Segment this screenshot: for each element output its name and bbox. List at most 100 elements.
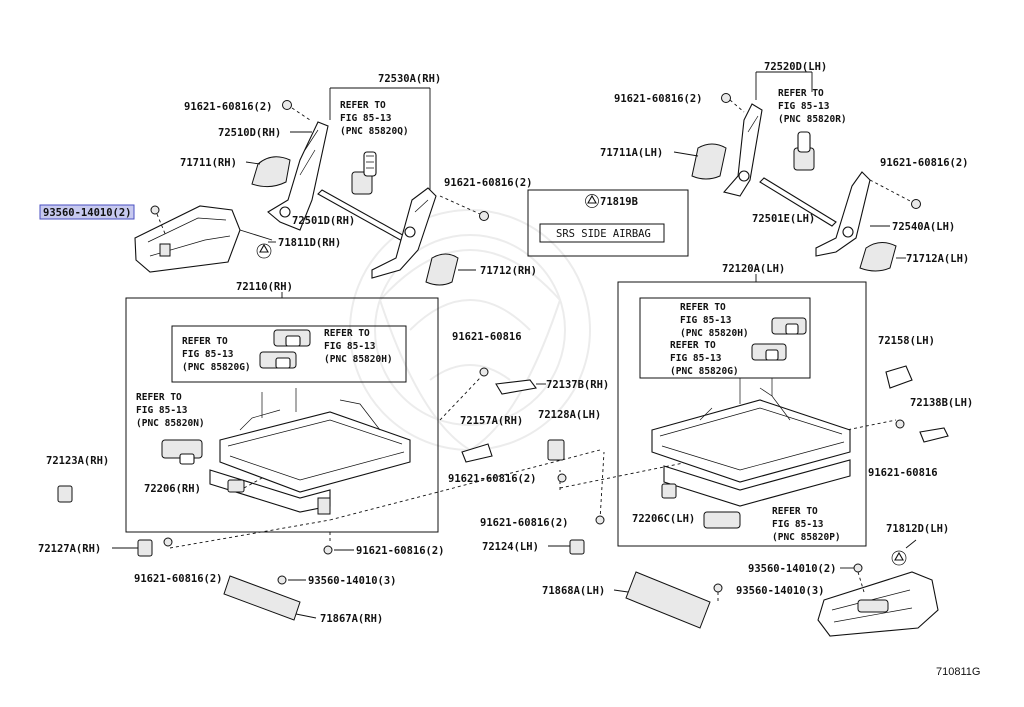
recliner-motor-lh xyxy=(793,131,815,171)
bracket-72157a xyxy=(461,443,493,463)
svg-text:(PNC 85820G): (PNC 85820G) xyxy=(182,362,251,373)
seat-switch-lh xyxy=(661,483,677,499)
recliner-hinge-lh xyxy=(722,103,763,197)
svg-text:REFER TO: REFER TO xyxy=(182,336,228,347)
adjuster-motor-lh xyxy=(703,511,741,529)
track-cover-lh xyxy=(625,571,711,629)
bracket-72137b xyxy=(495,379,537,395)
part-label-72501d: 72501D(RH) xyxy=(292,215,355,227)
part-label-91621-r2: 91621-60816 xyxy=(868,467,938,479)
part-label-71711: 71711(RH) xyxy=(180,157,237,169)
screw-icon xyxy=(277,575,287,585)
hinge-cover-inner-rh xyxy=(425,253,459,286)
part-label-93560-selected[interactable]: 93560-14010(2) xyxy=(43,207,132,219)
part-label-72501e: 72501E(LH) xyxy=(752,213,815,225)
seat-switch-rh xyxy=(227,479,245,493)
bolt-icon xyxy=(721,93,731,103)
refer-note-4: REFER TO FIG 85-13 (PNC 85820H) xyxy=(324,328,393,365)
selected-part-highlight[interactable] xyxy=(39,204,135,220)
part-label-71712a: 71712A(LH) xyxy=(906,253,969,265)
part-label-71867a: 71867A(RH) xyxy=(320,613,383,625)
airbag-label-text: SRS SIDE AIRBAG xyxy=(556,228,651,240)
hinge-cover-outer-lh xyxy=(859,242,897,272)
part-label-72520d: 72520D(LH) xyxy=(764,61,827,73)
part-label-72158: 72158(LH) xyxy=(878,335,935,347)
adjuster-motor-lh xyxy=(751,343,787,361)
screw-icon xyxy=(713,583,723,593)
svg-text:REFER TO: REFER TO xyxy=(680,302,726,313)
part-label-93560-b: 93560-14010(3) xyxy=(308,575,397,587)
part-label-91621-tl: 91621-60816(2) xyxy=(184,101,273,113)
part-label-72110: 72110(RH) xyxy=(236,281,293,293)
bolt-icon xyxy=(282,100,311,121)
part-label-72124: 72124(LH) xyxy=(482,541,539,553)
hinge-cover-lh xyxy=(691,143,727,180)
part-label-72206: 72206(RH) xyxy=(144,483,201,495)
part-label-71712: 71712(RH) xyxy=(480,265,537,277)
recliner-hinge-rh xyxy=(267,121,329,231)
part-label-72510d: 72510D(RH) xyxy=(218,127,281,139)
lh-seat-adjuster-box xyxy=(617,281,867,547)
part-label-72540a: 72540A(LH) xyxy=(892,221,955,233)
part-label-91621-r: 91621-60816(2) xyxy=(880,157,969,169)
part-label-71868a: 71868A(LH) xyxy=(542,585,605,597)
svg-text:FIG 85-13: FIG 85-13 xyxy=(778,101,830,112)
refer-note-8: REFER TO FIG 85-13 (PNC 85820P) xyxy=(772,506,841,543)
clip-72128a xyxy=(547,439,565,461)
svg-text:(PNC 85820N): (PNC 85820N) xyxy=(136,418,205,429)
refer-note-1: REFER TO FIG 85-13 (PNC 85820Q) xyxy=(340,100,409,137)
part-label-72127a: 72127A(RH) xyxy=(38,543,101,555)
track-cover-rh xyxy=(223,575,301,621)
part-label-91621-b1: 91621-60816(2) xyxy=(356,545,445,557)
clip-72127a xyxy=(137,539,153,557)
svg-text:FIG 85-13: FIG 85-13 xyxy=(340,113,392,124)
part-label-72138b: 72138B(LH) xyxy=(910,397,973,409)
refer-note-3: REFER TO FIG 85-13 (PNC 85820G) xyxy=(182,336,251,373)
part-label-72530a: 72530A(RH) xyxy=(378,73,441,85)
part-label-71711a: 71711A(LH) xyxy=(600,147,663,159)
refer-note-2: REFER TO FIG 85-13 (PNC 85820R) xyxy=(778,88,847,125)
bolt-icon xyxy=(895,419,905,429)
seat-side-shield-rh xyxy=(134,205,241,273)
svg-text:FIG 85-13: FIG 85-13 xyxy=(680,315,732,326)
seat-side-shield-lh xyxy=(817,571,939,637)
svg-text:(PNC 85820Q): (PNC 85820Q) xyxy=(340,126,409,137)
part-label-91621-c2: 91621-60816(2) xyxy=(448,473,537,485)
part-label-72123a: 72123A(RH) xyxy=(46,455,109,467)
triangle-marker-icon xyxy=(259,243,269,253)
recliner-rod-lh xyxy=(759,177,837,227)
svg-text:FIG 85-13: FIG 85-13 xyxy=(670,353,722,364)
bracket-72158 xyxy=(885,365,913,389)
svg-text:REFER TO: REFER TO xyxy=(340,100,386,111)
part-label-91621-mid: 91621-60816(2) xyxy=(444,177,533,189)
svg-text:REFER TO: REFER TO xyxy=(778,88,824,99)
bracket-72138b xyxy=(919,427,949,443)
bolt-icon xyxy=(439,195,489,221)
svg-text:REFER TO: REFER TO xyxy=(324,328,370,339)
svg-text:(PNC 85820R): (PNC 85820R) xyxy=(778,114,847,125)
clip-72124 xyxy=(569,539,585,555)
svg-text:(PNC 85820P): (PNC 85820P) xyxy=(772,532,841,543)
adjuster-motor-rh xyxy=(161,439,203,465)
part-label-72128a: 72128A(LH) xyxy=(538,409,601,421)
svg-text:FIG 85-13: FIG 85-13 xyxy=(182,349,234,360)
svg-text:FIG 85-13: FIG 85-13 xyxy=(324,341,376,352)
svg-text:FIG 85-13: FIG 85-13 xyxy=(136,405,188,416)
bolt-icon xyxy=(323,545,333,555)
svg-text:REFER TO: REFER TO xyxy=(136,392,182,403)
refer-note-7: REFER TO FIG 85-13 (PNC 85820G) xyxy=(670,340,739,377)
part-label-91621-bl: 91621-60816(2) xyxy=(134,573,223,585)
part-label-72157a: 72157A(RH) xyxy=(460,415,523,427)
adjuster-motor-lh xyxy=(771,317,807,335)
recliner-hinge-lh-outer xyxy=(815,171,871,257)
rh-inner-refer-box xyxy=(171,325,407,383)
lh-inner-refer-box xyxy=(639,297,811,379)
recliner-motor-rh xyxy=(351,151,377,195)
bolt-icon xyxy=(557,473,567,483)
svg-text:REFER TO: REFER TO xyxy=(772,506,818,517)
part-label-91621-tr: 91621-60816(2) xyxy=(614,93,703,105)
part-label-91621-c3: 91621-60816(2) xyxy=(480,517,569,529)
bolt-icon xyxy=(479,367,489,377)
part-label-93560-r2: 93560-14010(2) xyxy=(748,563,837,575)
